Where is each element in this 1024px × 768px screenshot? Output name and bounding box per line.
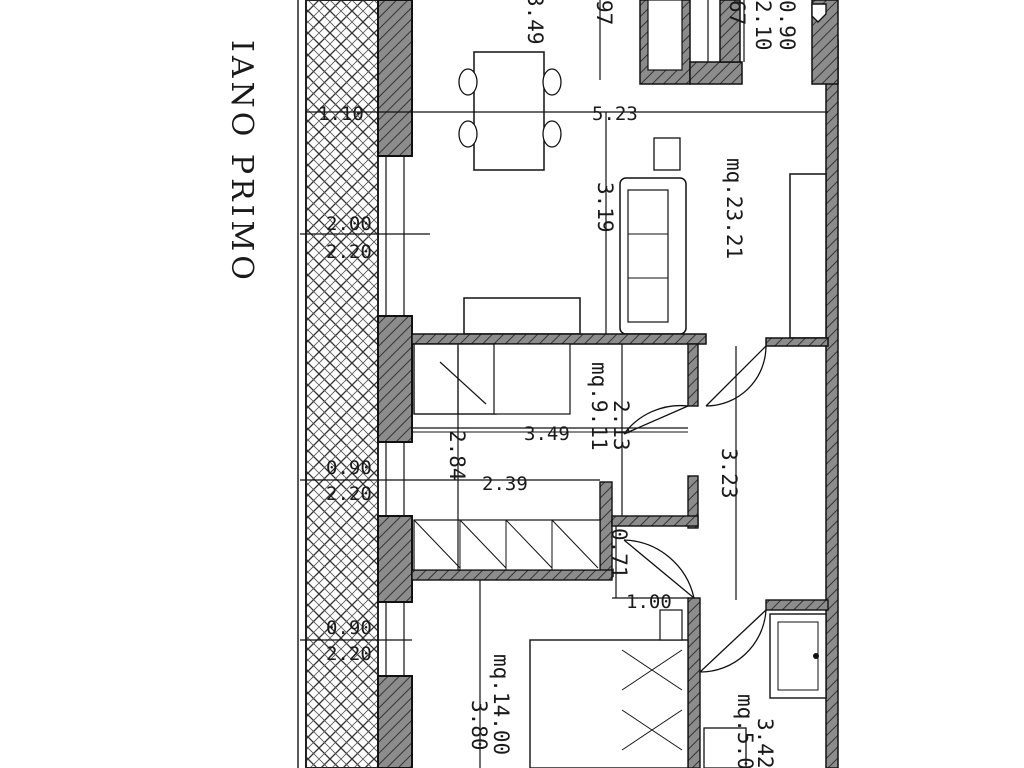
door-arc [699,609,767,673]
dim-small-room-d: 2.13 [609,400,633,451]
dim-top-cut: 3.49 [523,0,547,45]
dim-living-depth: 3.19 [593,182,617,233]
dim-win2-h: 2.20 [326,483,372,505]
room-bath-area: mq.5.0 [733,694,757,768]
wall-left-4 [377,675,413,768]
wall-left-1 [377,0,413,157]
living-bottom-wall [411,333,707,345]
dim-97: 97 [592,0,616,25]
chair [458,120,478,148]
dim-win3-h: 2.20 [326,643,372,665]
dim-bath-d: 3.42 [753,718,777,768]
wardrobe [413,519,601,571]
room-small-area: mq.9.11 [587,362,611,451]
dimension-lines [300,0,828,768]
tv-cabinet [463,297,581,335]
dim-100: 1.00 [626,591,672,613]
dim-win1-h: 2.20 [326,241,372,263]
kitchen-counter [789,173,827,339]
chair [542,68,562,96]
sofa [619,177,687,335]
chair [542,120,562,148]
room-living-area: mq.23.21 [722,158,746,259]
small-room-wall [687,343,699,407]
side-table [653,137,681,171]
arrow-icon [811,3,827,23]
dim-090-top: 0.90 [775,0,799,51]
dim-corridor: 3.23 [717,448,741,499]
dim-closet-w: 2.39 [482,473,528,495]
door-arc [623,539,695,599]
dim-balcony: 1.10 [318,103,364,125]
dining-table [473,51,545,171]
top-wall-segment [689,61,743,85]
wall-left-2 [377,315,413,443]
room-large-area: mq.14.00 [489,654,513,755]
washbasin [703,727,747,768]
dim-win2-w: 0.90 [326,457,372,479]
page-title: IANO PRIMO [224,40,259,284]
dim-071: 0.71 [607,528,631,579]
dim-67: 67 [725,0,749,25]
wall-left-3 [377,515,413,603]
closet-wall-bottom [411,569,613,581]
dim-large-room-d: 3.80 [467,700,491,751]
chair [458,68,478,96]
large-bed [529,609,689,768]
dim-210-top: 2.10 [751,0,775,51]
dim-win1-w: 2.00 [326,213,372,235]
dim-living-width: 5.23 [592,103,638,125]
dim-win3-w: 0.90 [326,617,372,639]
wall-right [825,39,839,768]
small-bed [413,343,497,415]
dim-small-room-w: 3.49 [524,423,570,445]
corridor-wall-1 [687,475,699,529]
corridor-wall-2 [687,597,701,768]
dim-small-room-d2: 2.84 [445,430,469,481]
